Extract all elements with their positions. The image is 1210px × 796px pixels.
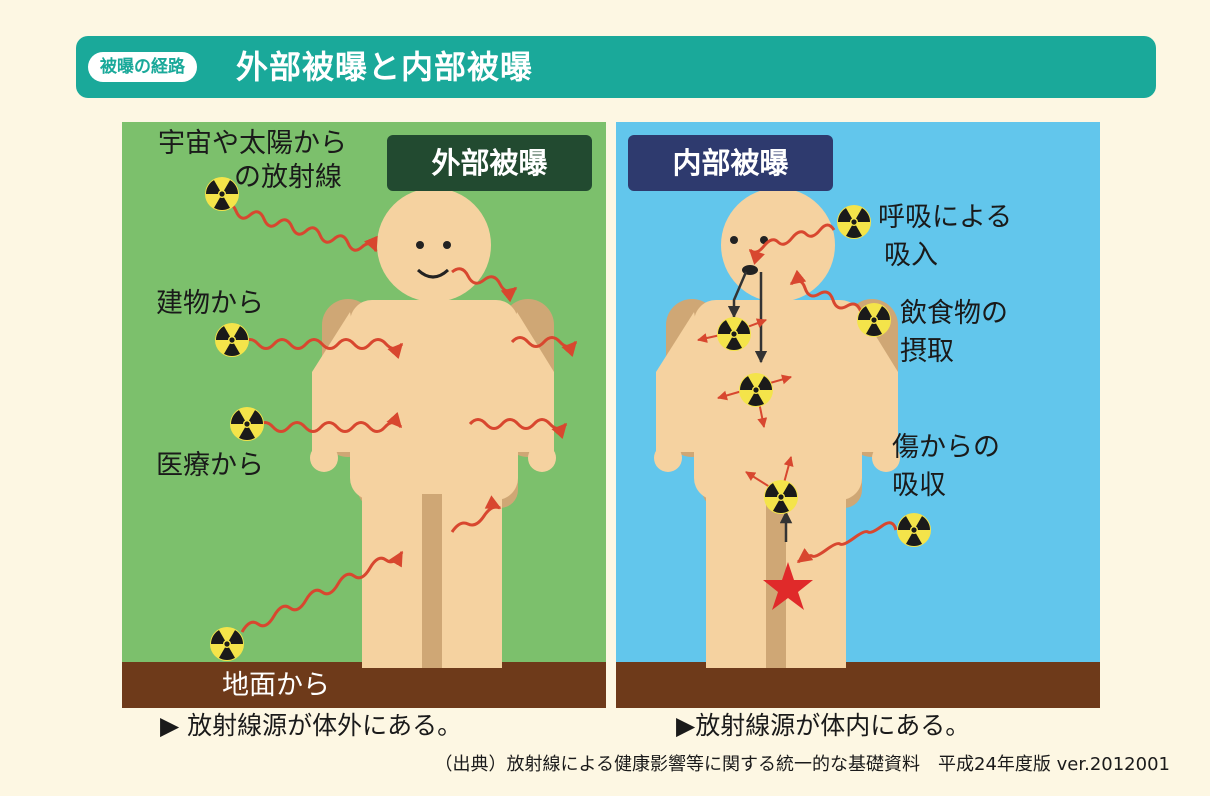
- radiation-trefoil-icon: [210, 627, 244, 661]
- internal-exposure-illustration: [616, 122, 1100, 708]
- wave-through-arm: [468, 418, 568, 440]
- intake-paths: [727, 271, 793, 542]
- wave-from-ground: [240, 550, 404, 633]
- radiation-trefoil-icon: [739, 373, 773, 407]
- page-title: 外部被曝と内部被曝: [236, 48, 534, 86]
- source-wound-line1: 傷からの: [892, 432, 1000, 463]
- source-medical: 医療から: [156, 450, 264, 481]
- internal-exposure-panel: 内部被曝 呼吸による 吸入 飲食物の 摂取 傷からの 吸収: [616, 122, 1100, 708]
- ground-strip: [616, 662, 1100, 708]
- wound-star-icon: [763, 562, 813, 610]
- face: [416, 241, 451, 279]
- source-wound-line2: 吸収: [892, 470, 946, 501]
- radiation-trefoil-icon: [837, 205, 871, 239]
- radiation-trefoil-icon: [897, 513, 931, 547]
- wave-from-building: [240, 338, 404, 360]
- source-ingest-line2: 摂取: [900, 336, 954, 367]
- wave-from-space: [221, 202, 378, 253]
- source-inhale-line1: 呼吸による: [878, 202, 1013, 233]
- radiation-trefoil-icon: [764, 480, 798, 514]
- external-exposure-panel: 外部被曝 宇宙や太陽から の放射線 建物から 医療から 地面から: [122, 122, 606, 708]
- radiation-trefoil-icon: [230, 407, 264, 441]
- external-exposure-label: 外部被曝: [387, 135, 592, 191]
- wave-inhale: [748, 223, 836, 265]
- title-banner: 被曝の経路 外部被曝と内部被曝: [76, 36, 1156, 98]
- radiation-trefoil-icon: [717, 317, 751, 351]
- radiation-waves: [748, 223, 898, 564]
- source-building: 建物から: [156, 288, 264, 319]
- wave-through-head: [451, 267, 518, 303]
- ground-strip: [122, 662, 606, 708]
- source-space-line2: の放射線: [234, 162, 342, 193]
- wave-wound: [796, 521, 898, 564]
- radiation-waves: [221, 202, 578, 633]
- wave-ingest: [789, 269, 863, 313]
- wave-through-leg: [450, 495, 502, 533]
- wave-through-chest: [510, 336, 578, 358]
- topic-badge: 被曝の経路: [88, 52, 197, 82]
- source-space-line1: 宇宙や太陽から: [158, 128, 347, 159]
- radiation-trefoil-icon: [215, 323, 249, 357]
- inhale-path: [727, 271, 748, 319]
- external-exposure-illustration: [122, 122, 606, 708]
- source-citation: （出典）放射線による健康影響等に関する統一的な基礎資料 平成24年度版 ver.…: [434, 754, 1170, 775]
- source-ground: 地面から: [222, 670, 330, 701]
- external-caption: ▶ 放射線源が体外にある。: [160, 711, 463, 740]
- source-ingest-line1: 飲食物の: [900, 298, 1008, 329]
- wave-from-medical: [255, 411, 403, 433]
- internal-caption: ▶放射線源が体内にある。: [676, 711, 971, 740]
- internal-exposure-label: 内部被曝: [628, 135, 833, 191]
- source-inhale-line2: 吸入: [884, 240, 938, 271]
- radiation-trefoil-icon: [857, 303, 891, 337]
